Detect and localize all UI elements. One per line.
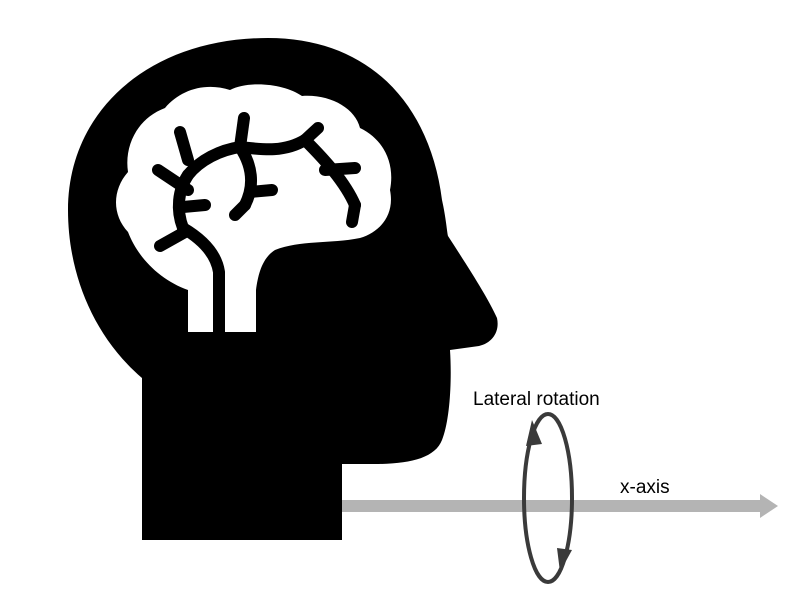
x-axis-front-overlap [528,500,536,512]
rotation-arrowhead-top [526,420,542,446]
x-axis-arrow [342,494,778,518]
rotation-label: Lateral rotation [473,389,600,410]
brain-folds [152,112,361,338]
rotation-arrowhead-bottom [557,548,572,572]
axis-label: x-axis [620,477,670,498]
x-axis-arrowhead [760,494,778,518]
rotation-ring [522,412,574,584]
brain-icon [116,84,392,338]
x-axis-shaft [342,500,762,512]
lateral-rotation-arrow [522,412,574,584]
